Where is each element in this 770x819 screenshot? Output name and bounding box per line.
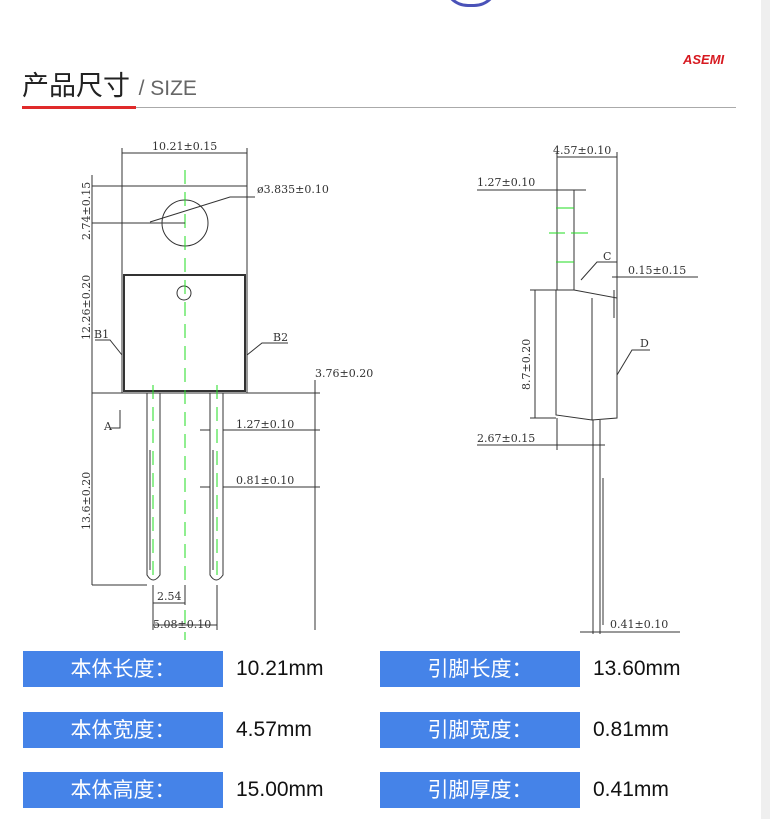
section-title: 产品尺寸 / SIZE — [22, 64, 197, 103]
asemi-logo: ASEMI — [683, 52, 725, 67]
spec-label: 本体长度： — [23, 651, 223, 687]
spec-value: 0.41mm — [593, 778, 669, 801]
label-d: D — [640, 337, 649, 350]
spec-value: 4.57mm — [236, 718, 312, 741]
leads — [146, 393, 224, 581]
label-c: C — [603, 250, 611, 263]
spec-label: 引脚长度： — [380, 651, 580, 687]
dim-tab-thickness: 1.27±0.10 — [477, 176, 535, 189]
title-cn: 产品尺寸 — [22, 71, 130, 102]
dim-hole-offset: 2.74±0.15 — [80, 182, 93, 240]
label-b2: B2 — [273, 331, 288, 344]
dim-lead-offset: 2.67±0.15 — [477, 432, 535, 445]
title-en: / SIZE — [138, 77, 197, 100]
side-tab — [556, 189, 575, 291]
dim-span: 5.08±0.10 — [153, 618, 211, 631]
lead-detail — [149, 450, 214, 570]
side-dimension-lines — [477, 152, 698, 634]
spec-value: 0.81mm — [593, 718, 669, 741]
side-centerlines — [549, 207, 588, 263]
label-a: A — [103, 420, 113, 433]
dim-hole: ø3.835±0.10 — [257, 183, 329, 196]
spec-value: 13.60mm — [593, 657, 681, 680]
front-view: 10.21±0.15 ø3.835±0.10 2.74±0.15 12.26±0… — [80, 140, 373, 640]
scrollbar[interactable] — [761, 0, 770, 819]
dim-thickness: 4.57±0.10 — [553, 144, 611, 157]
spec-label: 本体高度： — [23, 772, 223, 808]
small-hole — [176, 285, 192, 301]
dim-width: 10.21±0.15 — [152, 140, 217, 153]
dim-side-body-height: 8.7±0.20 — [520, 339, 533, 390]
title-divider — [22, 107, 736, 108]
side-view: 4.57±0.10 1.27±0.10 C 0.15±0.15 8.7±0.20… — [477, 144, 698, 634]
dim-flatness: 0.15±0.15 — [628, 264, 686, 277]
dim-lead-length: 13.6±0.20 — [80, 472, 93, 530]
title-accent — [22, 106, 136, 109]
label-b1: B1 — [94, 328, 109, 341]
spec-label: 本体宽度： — [23, 712, 223, 748]
package-drawing: 10.21±0.15 ø3.835±0.10 2.74±0.15 12.26±0… — [80, 140, 698, 640]
side-body — [555, 289, 618, 421]
dim-tab-ref: 3.76±0.20 — [315, 367, 373, 380]
side-lead — [592, 420, 604, 628]
spec-label: 引脚宽度： — [380, 712, 580, 748]
spec-value: 10.21mm — [236, 657, 324, 680]
dim-lead-pitch-width: 1.27±0.10 — [236, 418, 294, 431]
dim-body-height: 12.26±0.20 — [80, 275, 93, 340]
dimension-lines — [91, 148, 320, 630]
dim-lead-thickness: 0.41±0.10 — [610, 618, 668, 631]
dim-lead-width: 0.81±0.10 — [236, 474, 294, 487]
dim-pitch: 2.54 — [157, 590, 182, 603]
spec-value: 15.00mm — [236, 778, 324, 801]
spec-label: 引脚厚度： — [380, 772, 580, 808]
